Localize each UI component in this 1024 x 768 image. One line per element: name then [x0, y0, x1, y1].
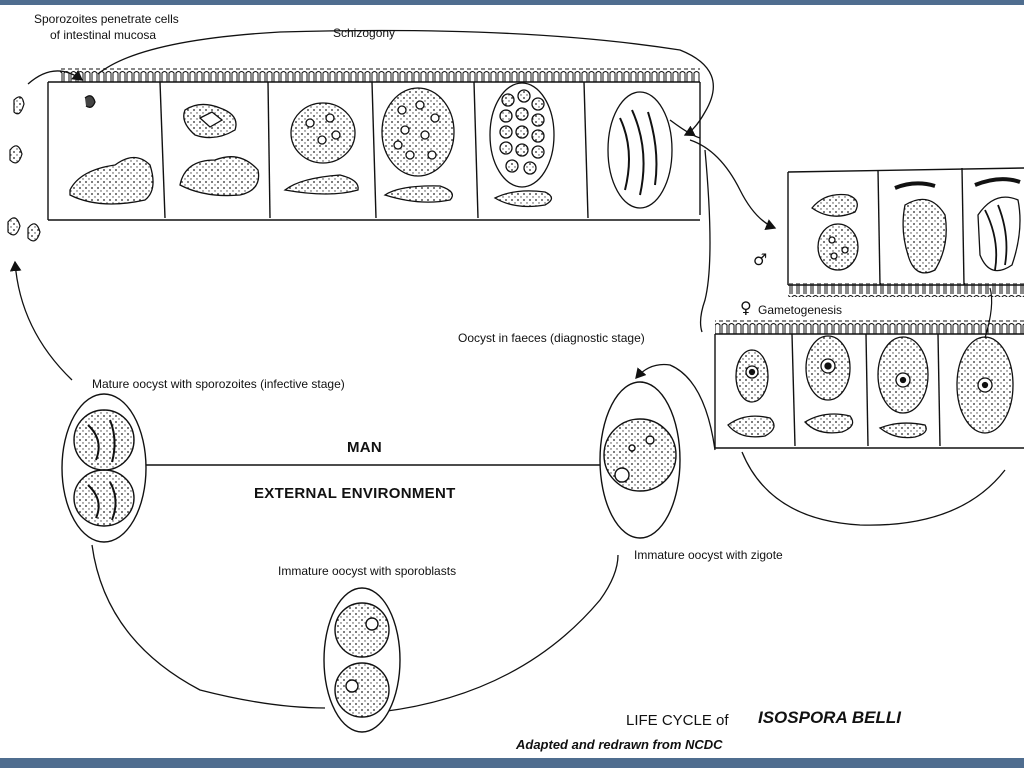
diagram-title-species: ISOSPORA BELLI — [758, 708, 901, 727]
label-immature-oocyst-zygote: Immature oocyst with zigote — [634, 548, 783, 562]
gamete-cells-lower — [727, 287, 1014, 439]
label-gametogenesis: Gametogenesis — [758, 303, 843, 317]
immature-oocyst-sporoblasts — [323, 587, 401, 733]
schizogony-epithelium — [47, 68, 701, 221]
label-sporozoites-penetrate-line1: Sporozoites penetrate cells — [34, 12, 179, 26]
label-external-environment: EXTERNAL ENVIRONMENT — [254, 485, 456, 502]
gamete-cells-upper — [811, 177, 1021, 274]
gamete-epithelium-lower — [714, 320, 1024, 449]
diagram-title-prefix: LIFE CYCLE of — [626, 712, 729, 729]
cycle-arrows — [9, 29, 1006, 713]
label-mature-oocyst: Mature oocyst with sporozoites (infectiv… — [92, 377, 345, 391]
label-man: MAN — [347, 439, 383, 456]
male-symbol: ♂ — [753, 250, 768, 269]
diagram-credit: Adapted and redrawn from NCDC — [516, 737, 723, 752]
gamete-epithelium-upper — [787, 167, 1024, 297]
bottom-frame-bar — [0, 758, 1024, 768]
female-symbol: ♀ — [740, 298, 752, 317]
schizogony-cells — [69, 82, 701, 209]
sporozoites — [7, 96, 41, 242]
label-oocyst-in-faeces: Oocyst in faeces (diagnostic stage) — [458, 331, 645, 345]
label-immature-oocyst-sporoblasts: Immature oocyst with sporoblasts — [278, 564, 457, 578]
label-sporozoites-penetrate-line2: of intestinal mucosa — [50, 28, 157, 42]
label-schizogony: Schizogony — [333, 26, 396, 40]
immature-oocyst-zygote — [599, 381, 681, 539]
top-frame-bar — [0, 0, 1024, 5]
mature-oocyst — [61, 393, 147, 543]
